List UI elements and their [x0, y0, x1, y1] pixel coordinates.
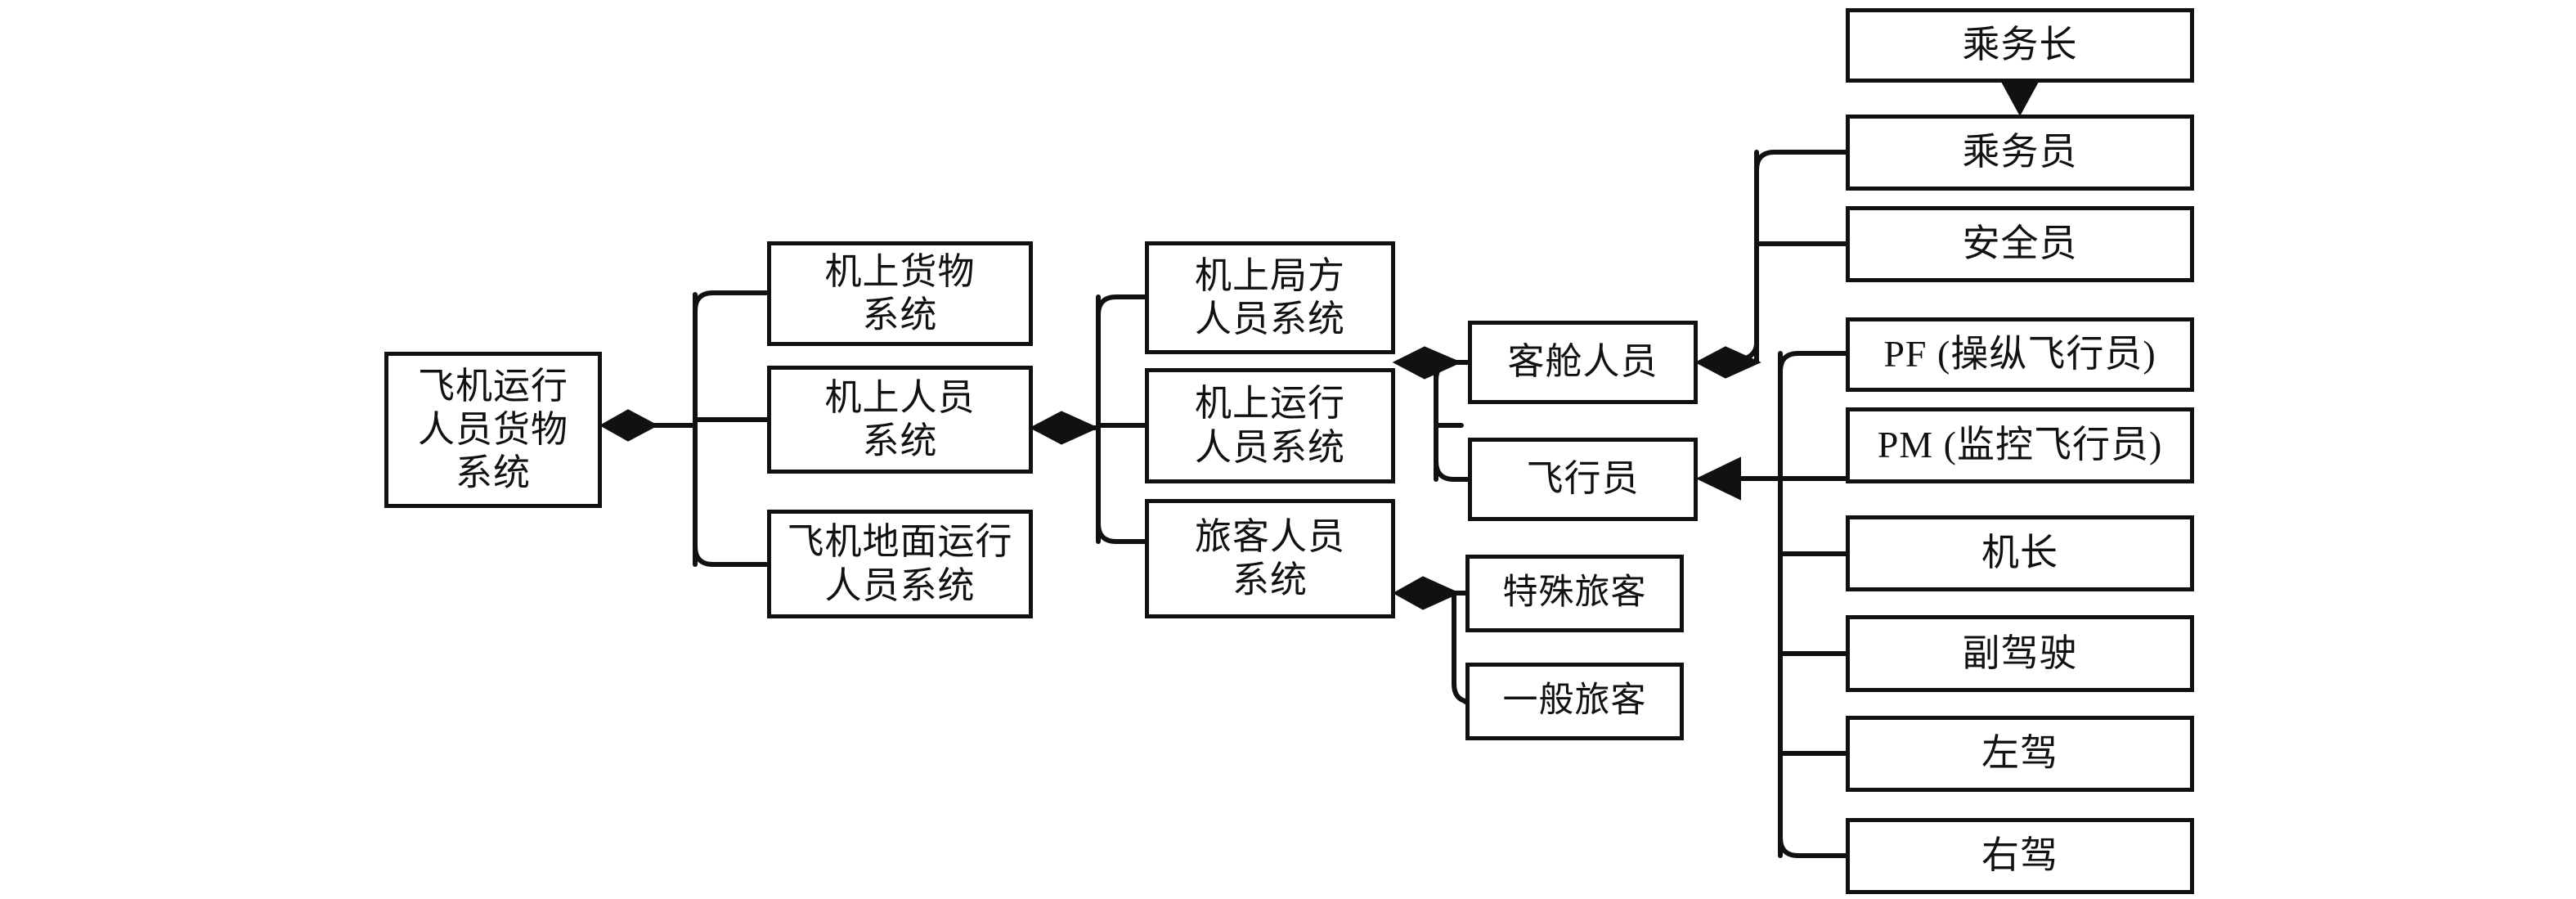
- edge-onboard-to-authority: [1096, 294, 1147, 317]
- node-right-seat[interactable]: 右驾: [1846, 818, 2194, 894]
- edge-root-to-ground: [693, 544, 770, 567]
- node-pilots[interactable]: 飞行员: [1468, 438, 1698, 521]
- edge-onboard-to-passenger: [1096, 521, 1147, 544]
- node-special-passenger[interactable]: 特殊旅客: [1465, 555, 1684, 632]
- node-authority-personnel-system[interactable]: 机上局方 人员系统: [1145, 241, 1395, 354]
- node-captain-label: 机长: [1981, 532, 2058, 574]
- node-security-officer[interactable]: 安全员: [1846, 206, 2194, 282]
- node-first-officer-label: 副驾驶: [1962, 632, 2078, 674]
- node-left-seat-label: 左驾: [1981, 732, 2058, 775]
- diamond-cabin-crew: [1694, 346, 1761, 379]
- node-flight-attendant[interactable]: 乘务员: [1846, 115, 2194, 191]
- node-pilots-label: 飞行员: [1526, 458, 1640, 500]
- node-root-label: 飞机运行 人员货物 系统: [417, 365, 568, 494]
- node-passenger-system-label: 旅客人员 系统: [1194, 515, 1345, 600]
- edge-cabincrew-to-attendant: [1754, 150, 1848, 173]
- node-authority-personnel-system-label: 机上局方 人员系统: [1194, 254, 1345, 339]
- node-operation-personnel-system[interactable]: 机上运行 人员系统: [1145, 368, 1395, 483]
- node-root[interactable]: 飞机运行 人员货物 系统: [384, 352, 602, 508]
- node-pf-pilot-flying-label: PF (操纵飞行员): [1883, 333, 2156, 375]
- diamond-passenger-special: [1392, 576, 1461, 610]
- node-first-officer[interactable]: 副驾驶: [1846, 615, 2194, 692]
- node-general-passenger-label: 一般旅客: [1502, 681, 1647, 721]
- node-special-passenger-label: 特殊旅客: [1502, 573, 1647, 613]
- node-passenger-system[interactable]: 旅客人员 系统: [1145, 499, 1395, 618]
- node-onboard-cargo-system[interactable]: 机上货物 系统: [767, 241, 1033, 346]
- node-pf-pilot-flying[interactable]: PF (操纵飞行员): [1846, 317, 2194, 392]
- edge-root-to-cargo: [693, 290, 770, 313]
- node-purser[interactable]: 乘务长: [1846, 8, 2194, 83]
- node-pm-pilot-monitoring-label: PM (监控飞行员): [1877, 424, 2163, 466]
- node-onboard-personnel-system-label: 机上人员 系统: [824, 376, 976, 461]
- node-ground-operation-system[interactable]: 飞机地面运行 人员系统: [767, 510, 1033, 618]
- node-captain[interactable]: 机长: [1846, 515, 2194, 591]
- node-cabin-crew-label: 客舱人员: [1507, 341, 1658, 383]
- node-ground-operation-system-label: 飞机地面运行 人员系统: [787, 521, 1013, 606]
- edge-pilots-to-pf: [1778, 351, 1848, 374]
- diamond-root: [599, 409, 659, 442]
- node-right-seat-label: 右驾: [1981, 834, 2058, 877]
- edge-pilots-to-rightseat: [1778, 835, 1848, 858]
- node-general-passenger[interactable]: 一般旅客: [1465, 663, 1684, 740]
- node-cabin-crew[interactable]: 客舱人员: [1468, 321, 1698, 404]
- node-onboard-cargo-system-label: 机上货物 系统: [824, 250, 976, 335]
- node-flight-attendant-label: 乘务员: [1962, 131, 2078, 173]
- diamond-operation-cabin: [1392, 346, 1462, 380]
- node-purser-label: 乘务长: [1962, 24, 2078, 66]
- node-onboard-personnel-system[interactable]: 机上人员 系统: [767, 366, 1033, 474]
- aggregation-diamonds: [599, 346, 1761, 610]
- node-pm-pilot-monitoring[interactable]: PM (监控飞行员): [1846, 407, 2194, 483]
- node-left-seat[interactable]: 左驾: [1846, 716, 2194, 792]
- diamond-onboard: [1029, 411, 1099, 445]
- arrow-pilots-inherit: [1695, 456, 1741, 501]
- edge-operation-to-pilots: [1434, 459, 1470, 482]
- node-security-officer-label: 安全员: [1962, 223, 2078, 265]
- node-operation-personnel-system-label: 机上运行 人员系统: [1194, 383, 1345, 468]
